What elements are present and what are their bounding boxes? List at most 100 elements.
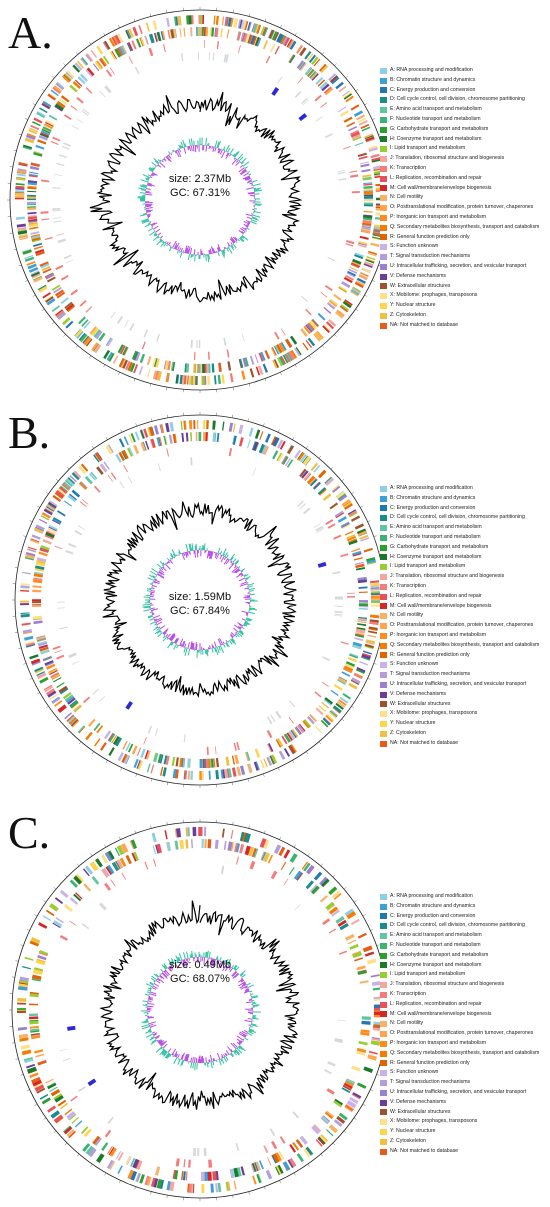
rna-feature <box>57 238 66 242</box>
cds-feature <box>281 455 287 464</box>
rna-feature <box>350 174 359 178</box>
rna-feature <box>123 464 129 473</box>
cds-feature <box>350 131 360 138</box>
gc-skew-bar <box>146 184 152 187</box>
gc-skew-bar <box>189 550 191 555</box>
rna-feature <box>327 1061 336 1067</box>
cds-feature <box>304 325 312 334</box>
cds-feature <box>373 170 380 175</box>
gc-skew-bar <box>181 640 185 647</box>
rrna-feature <box>67 1025 76 1031</box>
cds-feature <box>335 702 344 710</box>
gc-skew-bar <box>178 953 183 961</box>
legend-label: Y: Nuclear structure <box>390 1128 436 1135</box>
legend-swatch <box>380 1138 387 1145</box>
cds-feature <box>306 323 314 332</box>
cds-feature <box>96 1153 105 1164</box>
legend-item: O: Posttranslational modification, prote… <box>380 1029 539 1039</box>
cds-feature <box>375 190 380 193</box>
scale-tick <box>247 418 249 422</box>
cds-feature <box>125 1156 132 1165</box>
legend-swatch <box>380 254 387 261</box>
cds-feature <box>215 15 219 25</box>
cds-feature <box>318 1136 326 1145</box>
cds-feature <box>328 1124 339 1134</box>
cds-feature <box>101 1142 109 1151</box>
cds-feature <box>374 224 380 227</box>
cds-feature <box>79 333 88 343</box>
rna-feature <box>283 878 289 886</box>
legend-swatch <box>380 913 387 920</box>
cds-feature <box>228 422 234 432</box>
legend-label: R: General function prediction only <box>390 1059 470 1066</box>
gc-skew-bar <box>163 158 167 162</box>
cds-feature <box>183 420 187 430</box>
cds-feature <box>156 1179 163 1189</box>
scale-tick <box>24 118 28 120</box>
rna-feature <box>104 1129 112 1138</box>
gc-skew-bar <box>205 145 208 152</box>
scale-tick <box>151 418 153 422</box>
cds-feature <box>304 67 312 75</box>
rna-feature <box>322 656 331 662</box>
gc-skew-bar <box>238 1033 246 1038</box>
cds-feature <box>25 137 35 142</box>
cds-feature <box>371 157 380 162</box>
cds-feature <box>333 293 342 301</box>
cds-feature <box>55 490 65 498</box>
cds-feature <box>120 359 127 368</box>
gc-skew-bar <box>192 1057 194 1063</box>
scale-tick <box>37 692 40 695</box>
cds-feature <box>323 86 333 95</box>
cds-feature <box>287 445 295 455</box>
scale-tick <box>332 1142 336 1146</box>
cds-feature <box>352 258 362 265</box>
scale-tick <box>355 89 359 92</box>
cds-feature <box>19 980 29 984</box>
cds-feature <box>38 922 48 929</box>
cds-feature <box>145 22 150 32</box>
cds-feature <box>351 287 361 294</box>
cds-feature <box>253 441 259 451</box>
cds-feature <box>24 256 35 262</box>
cds-feature <box>204 827 207 837</box>
cds-feature <box>344 665 354 671</box>
cds-feature <box>361 224 372 228</box>
rna-feature <box>147 725 153 734</box>
cds-feature <box>352 286 362 293</box>
gc-skew-bar <box>194 145 197 153</box>
cds-feature <box>52 517 62 524</box>
cds-feature <box>64 712 72 720</box>
scale-tick <box>351 492 355 495</box>
rna-feature <box>76 96 84 104</box>
gc-skew-bar <box>233 1050 237 1054</box>
cds-feature <box>107 850 115 861</box>
gc-skew-bar <box>178 549 181 555</box>
cds-feature <box>343 1082 353 1089</box>
cds-feature <box>202 758 205 768</box>
gc-skew-bar <box>248 192 255 195</box>
cds-feature <box>371 1038 380 1042</box>
scale-tick <box>43 900 47 903</box>
legend-label: B: Chromatin structure and dynamics <box>390 494 476 501</box>
gc-skew-bar <box>188 146 190 149</box>
gc-skew-bar <box>180 141 184 148</box>
gc-skew-bar <box>160 1040 168 1047</box>
cds-feature <box>22 571 32 575</box>
gc-skew-bar <box>188 138 191 146</box>
cds-feature <box>88 1147 97 1158</box>
cds-feature <box>85 54 92 63</box>
cds-feature <box>76 60 85 69</box>
legend-item: A: RNA processing and modification <box>380 484 539 494</box>
cds-feature <box>304 457 311 466</box>
cds-feature <box>199 363 201 373</box>
cds-feature <box>29 1003 39 1006</box>
cds-feature <box>279 355 287 365</box>
rna-feature <box>166 448 169 457</box>
cds-feature <box>116 859 124 869</box>
rna-feature <box>128 56 133 64</box>
gc-skew-bar <box>237 632 243 637</box>
cds-feature <box>276 452 283 462</box>
gc-skew-bar <box>166 241 169 245</box>
cds-feature <box>37 284 47 291</box>
